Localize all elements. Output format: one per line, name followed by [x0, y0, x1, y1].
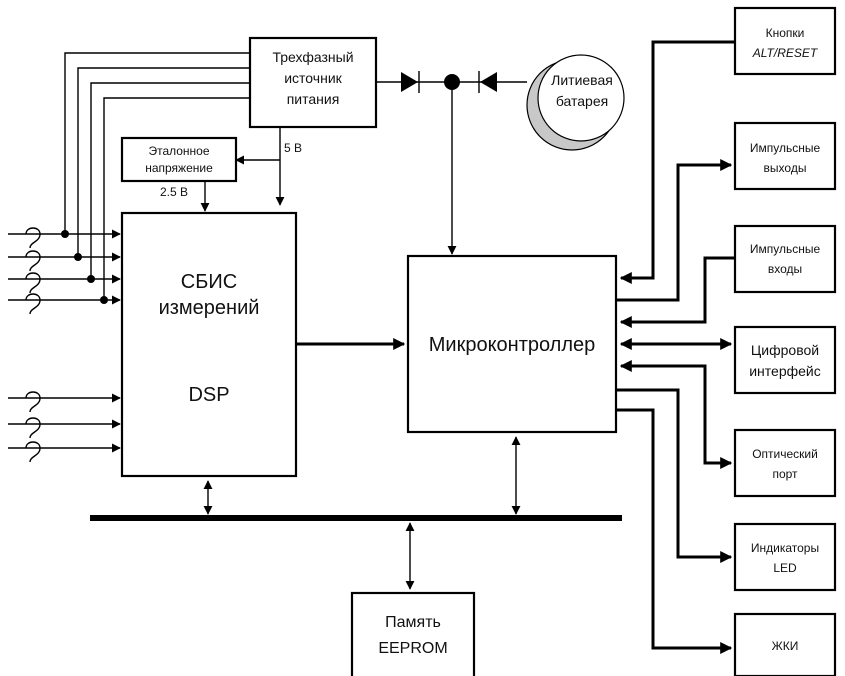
digital-interface-block: Цифровой интерфейс: [733, 325, 837, 395]
pulse-inputs-label-1: Импульсные: [750, 242, 821, 256]
buttons-label-1: Кнопки: [766, 26, 805, 40]
label-5v: 5 В: [284, 141, 302, 155]
sensor-symbols: [25, 227, 41, 463]
dsp-label: DSP: [188, 384, 229, 406]
led-label-1: Индикаторы: [751, 541, 819, 555]
optical-port-label-1: Оптический: [752, 447, 818, 461]
battery-label-1: Литиевая: [551, 72, 613, 88]
label-2-5v: 2.5 В: [160, 185, 188, 199]
digital-interface-label-1: Цифровой: [751, 342, 819, 358]
power-supply-label-3: питания: [287, 91, 340, 107]
optical-port-block: Оптический порт: [733, 428, 837, 498]
power-supply-label-1: Трехфазный: [272, 49, 353, 65]
diode-chain: [376, 71, 527, 255]
peripheral-connections: [616, 40, 735, 654]
pulse-outputs-label-2: выходы: [764, 161, 807, 175]
led-indicators-block: Индикаторы LED: [733, 522, 837, 592]
power-supply-label-2: источник: [284, 70, 342, 86]
power-connections: [200, 127, 285, 212]
lithium-battery: Литиевая батарея: [526, 54, 625, 151]
eeprom-label-2: EEPROM: [378, 640, 447, 657]
pulse-outputs-label-1: Импульсные: [750, 141, 821, 155]
reference-label-2: напряжение: [145, 161, 213, 175]
lcd-label: ЖКИ: [772, 639, 799, 653]
buttons-block: Кнопки ALT/RESET: [733, 6, 837, 76]
led-label-2: LED: [773, 561, 797, 575]
pulse-inputs-label-2: входы: [768, 262, 802, 276]
power-supply-block: Трехфазный источник питания: [248, 36, 378, 129]
input-lines: [8, 229, 121, 453]
optical-port-label-2: порт: [772, 467, 798, 481]
reference-voltage-block: Эталонное напряжение: [120, 136, 238, 183]
asic-label-2: измерений: [159, 297, 260, 319]
asic-dsp-block: СБИС измерений DSP: [120, 211, 298, 478]
reference-label-1: Эталонное: [148, 144, 209, 158]
asic-label-1: СБИС: [181, 271, 237, 293]
phase-lines: [61, 52, 250, 304]
eeprom-label-1: Память: [385, 614, 441, 631]
buttons-label-2: ALT/RESET: [752, 46, 819, 60]
eeprom-block: Память EEPROM: [350, 591, 476, 676]
mcu-label: Микроконтроллер: [429, 334, 596, 356]
pulse-inputs-block: Импульсные входы: [733, 224, 837, 294]
digital-interface-label-2: интерфейс: [749, 363, 821, 379]
pulse-outputs-block: Импульсные выходы: [733, 121, 837, 191]
microcontroller-block: Микроконтроллер: [406, 254, 618, 434]
battery-label-2: батарея: [556, 93, 608, 109]
lcd-block: ЖКИ: [733, 612, 837, 676]
